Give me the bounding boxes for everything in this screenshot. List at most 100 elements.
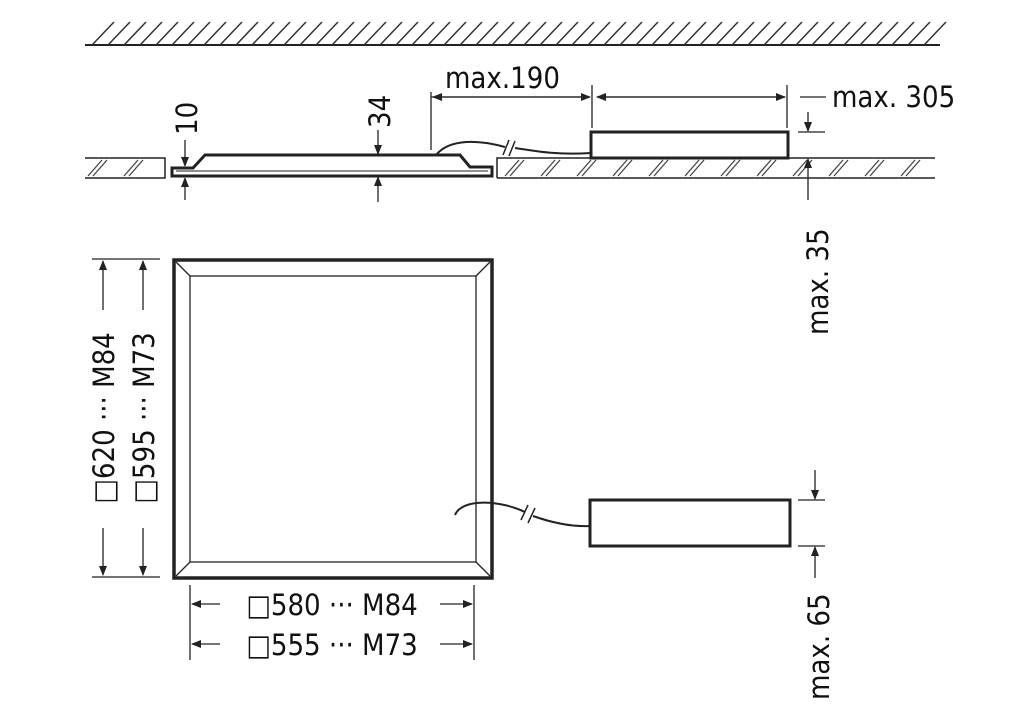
hatch-line <box>107 21 131 46</box>
hatch-line <box>235 21 259 46</box>
hatch-line <box>443 21 467 46</box>
hatch-line <box>219 21 243 46</box>
hatch-line <box>763 21 787 46</box>
hatch-line <box>720 159 736 177</box>
hatch-line <box>363 21 387 46</box>
dimension-horizontal: □580 ··· M84 □555 ··· M73 <box>189 585 475 662</box>
hatch-line <box>891 21 915 46</box>
ceiling-slab <box>85 21 947 46</box>
hatch-line <box>92 159 108 177</box>
hatch-line <box>507 21 531 46</box>
hatch-line <box>756 159 772 177</box>
driver-box-section <box>589 130 790 160</box>
dimension-max-65: max. 65 <box>798 470 836 700</box>
hatch-line <box>635 21 659 46</box>
hatch-line <box>900 159 916 177</box>
dim-cable-label: max.190 <box>445 61 560 95</box>
dim-outer-vertical-label: □620 ··· M84 <box>87 332 121 504</box>
hatch-line <box>875 21 899 46</box>
hatch-line <box>545 159 561 177</box>
dim-driver-height-label: max. 35 <box>801 228 835 335</box>
hatch-line <box>87 159 103 177</box>
hatch-line <box>699 21 723 46</box>
hatch-line <box>251 21 275 46</box>
hatch-line <box>905 159 921 177</box>
hatch-line <box>395 21 419 46</box>
hatch-line <box>923 21 947 46</box>
hatch-line <box>128 159 144 177</box>
hatch-line <box>123 21 147 46</box>
hatch-line <box>747 21 771 46</box>
hatch-line <box>859 21 883 46</box>
hatch-line <box>651 21 675 46</box>
cable-section <box>435 139 592 157</box>
hatch-line <box>283 21 307 46</box>
hatch-line <box>331 21 355 46</box>
hatch-line <box>523 21 547 46</box>
dimension-max-190: max.190 <box>430 61 593 150</box>
hatch-line <box>299 21 323 46</box>
hatch-line <box>761 159 777 177</box>
panel-section <box>170 153 494 178</box>
hatch-line <box>864 159 880 177</box>
hatch-line <box>509 159 525 177</box>
hatch-line <box>555 21 579 46</box>
hatch-line <box>187 21 211 46</box>
dimension-max-305: max. 305 <box>596 80 955 128</box>
hatch-line <box>315 21 339 46</box>
hatch-line <box>427 21 451 46</box>
hatch-line <box>715 21 739 46</box>
hatch-line <box>811 21 835 46</box>
hatch-line <box>617 159 633 177</box>
dimension-10: 10 <box>170 102 204 200</box>
cable-plan <box>454 501 591 528</box>
dim-driver-length-label: max. 305 <box>832 80 955 114</box>
dim-flange-label: 10 <box>170 102 204 135</box>
dim-driver-width-label: max. 65 <box>802 593 836 700</box>
hatch-line <box>612 159 628 177</box>
hatch-line <box>539 21 563 46</box>
dim-height-label: 34 <box>363 95 397 128</box>
hatch-line <box>779 21 803 46</box>
hatch-line <box>827 21 851 46</box>
hatch-line <box>123 159 139 177</box>
hatch-line <box>475 21 499 46</box>
hatch-line <box>139 21 163 46</box>
hatch-line <box>795 21 819 46</box>
hatch-line <box>869 159 885 177</box>
hatch-line <box>155 21 179 46</box>
dim-inner-horizontal-label: □555 ··· M73 <box>246 628 418 662</box>
hatch-line <box>504 159 520 177</box>
dim-outer-horizontal-label: □580 ··· M84 <box>246 588 418 622</box>
hatch-line <box>581 159 597 177</box>
hatch-line <box>171 21 195 46</box>
hatch-line <box>379 21 403 46</box>
hatch-line <box>667 21 691 46</box>
hatch-line <box>653 159 669 177</box>
hatch-line <box>603 21 627 46</box>
hatch-line <box>725 159 741 177</box>
hatch-line <box>619 21 643 46</box>
hatch-line <box>731 21 755 46</box>
ceiling-section <box>85 157 935 179</box>
hatch-line <box>689 159 705 177</box>
hatch-line <box>459 21 483 46</box>
hatch-line <box>683 21 707 46</box>
hatch-line <box>491 21 515 46</box>
hatch-line <box>684 159 700 177</box>
dimension-34: 34 <box>363 95 397 202</box>
hatch-line <box>267 21 291 46</box>
hatch-line <box>828 159 844 177</box>
hatch-line <box>833 159 849 177</box>
dimension-vertical-inner: □595 ··· M73 <box>127 260 161 576</box>
hatch-line <box>203 21 227 46</box>
hatch-line <box>648 159 664 177</box>
hatch-line <box>576 159 592 177</box>
hatch-line <box>540 159 556 177</box>
dimension-max-35: max. 35 <box>798 112 835 335</box>
hatch-line <box>571 21 595 46</box>
hatch-line <box>587 21 611 46</box>
hatch-line <box>347 21 371 46</box>
dim-inner-vertical-label: □595 ··· M73 <box>127 332 161 504</box>
